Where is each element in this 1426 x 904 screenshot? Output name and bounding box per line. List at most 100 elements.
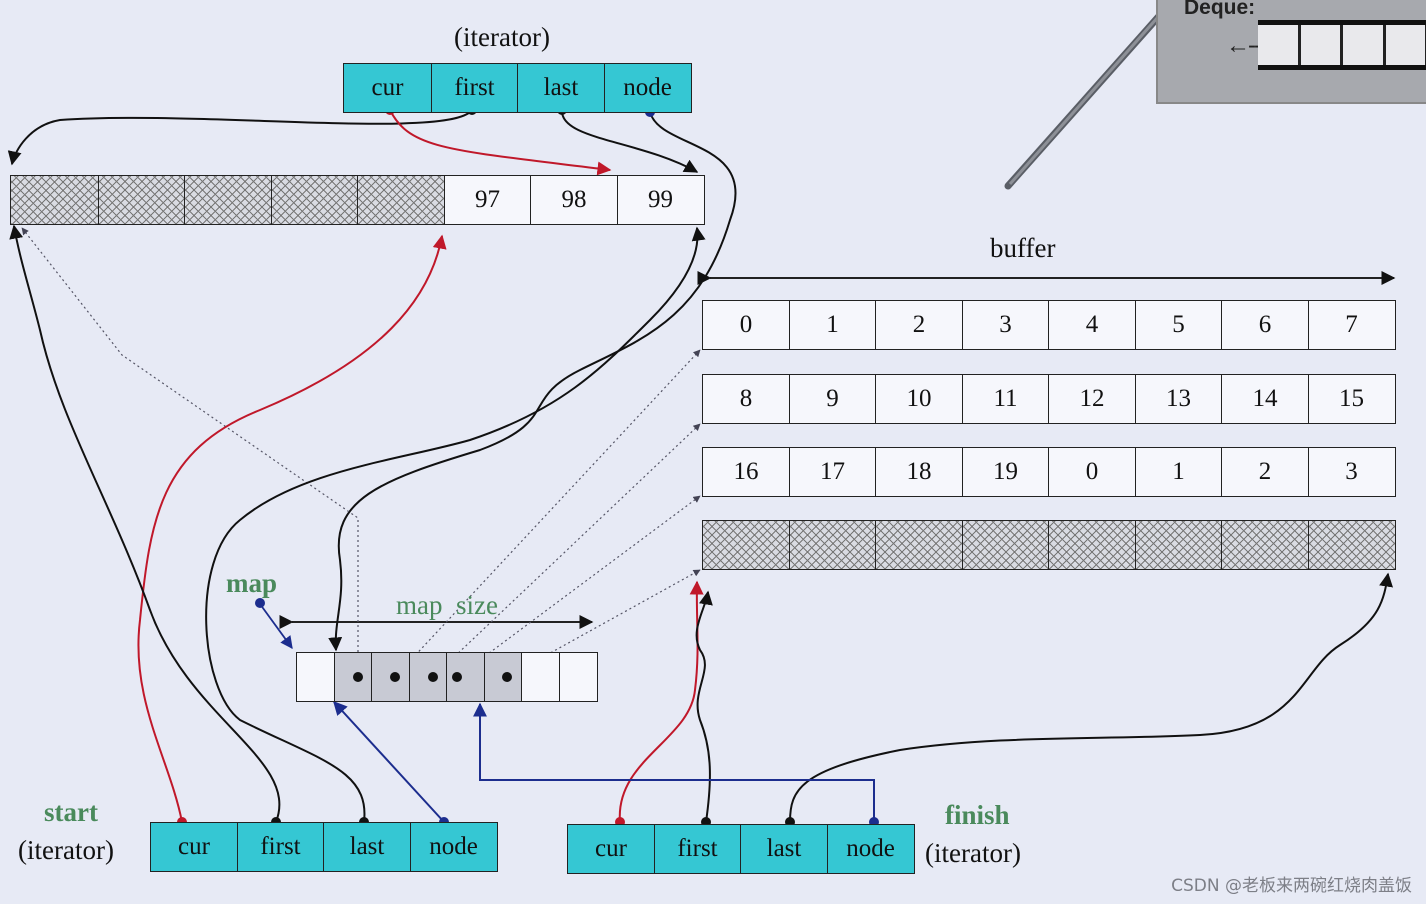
top-iterator-node: node bbox=[603, 63, 692, 113]
buffer-cell: 0 bbox=[1048, 447, 1136, 497]
buffer-cell bbox=[875, 520, 963, 570]
finish-first-pointer bbox=[695, 590, 713, 823]
buffer-cell: 13 bbox=[1134, 374, 1223, 424]
map-slot bbox=[446, 652, 485, 702]
map-slot bbox=[408, 652, 448, 702]
buffer-row-0: 0 1 2 3 4 5 6 7 bbox=[702, 300, 1396, 350]
map-entry-line-4 bbox=[456, 495, 701, 678]
start-label: start bbox=[44, 797, 98, 827]
top-buffer-cell bbox=[270, 175, 359, 225]
top-buffer-cell bbox=[97, 175, 186, 225]
finish-cur-pointer bbox=[618, 580, 704, 823]
start-first-pointer bbox=[9, 224, 281, 823]
map-slot bbox=[371, 652, 410, 702]
top-buffer-cell: 99 bbox=[616, 175, 705, 225]
buffer-cell: 10 bbox=[875, 374, 963, 424]
buffer-cell: 1 bbox=[788, 300, 877, 350]
buffer-cell: 11 bbox=[961, 374, 1050, 424]
buffer-cell: 14 bbox=[1221, 374, 1309, 424]
buffer-cell: 2 bbox=[1221, 447, 1309, 497]
top-buffer-cell bbox=[357, 175, 445, 225]
buffer-cell bbox=[788, 520, 877, 570]
buffer-cell bbox=[1134, 520, 1223, 570]
finish-iterator-first: first bbox=[653, 824, 742, 874]
map-slot bbox=[483, 652, 523, 702]
finish-last-pointer bbox=[789, 572, 1394, 823]
map-slot bbox=[296, 652, 335, 702]
buffer-row-2: 16 17 18 19 0 1 2 3 bbox=[702, 447, 1396, 497]
top-last-pointer bbox=[560, 109, 699, 173]
top-buffer-cell: 97 bbox=[443, 175, 532, 225]
buffer-cell: 12 bbox=[1048, 374, 1136, 424]
map-entry-line-1 bbox=[21, 227, 359, 677]
deque-strip-cell bbox=[1258, 25, 1301, 65]
top-buffer-cell bbox=[184, 175, 272, 225]
buffer-cell: 15 bbox=[1307, 374, 1396, 424]
top-buffer-cell bbox=[10, 175, 99, 225]
buffer-cell: 17 bbox=[788, 447, 877, 497]
start-iterator: cur first last node bbox=[150, 822, 498, 872]
buffer-cell: 8 bbox=[702, 374, 790, 424]
buffer-cell: 5 bbox=[1134, 300, 1223, 350]
finish-iterator: cur first last node bbox=[567, 824, 915, 874]
start-iterator-last: last bbox=[323, 822, 411, 872]
buffer-cell: 4 bbox=[1048, 300, 1136, 350]
buffer-cell bbox=[1307, 520, 1396, 570]
buffer-cell: 18 bbox=[875, 447, 963, 497]
top-buffer: 97 98 99 bbox=[10, 175, 705, 225]
map-entry-line-2 bbox=[394, 349, 701, 678]
buffer-cell bbox=[1221, 520, 1309, 570]
buffer-cell: 16 bbox=[702, 447, 790, 497]
buffer-label: buffer bbox=[990, 233, 1056, 263]
map-slot bbox=[521, 652, 560, 702]
buffer-cell bbox=[1048, 520, 1136, 570]
buffer-row-3 bbox=[702, 520, 1396, 570]
start-node-pointer bbox=[333, 700, 445, 823]
buffer-cell bbox=[702, 520, 790, 570]
top-iterator-first: first bbox=[430, 63, 519, 113]
map-label: map bbox=[226, 568, 278, 598]
deque-strip-cell bbox=[1385, 25, 1426, 65]
top-iterator-title: (iterator) bbox=[454, 22, 550, 52]
start-cur-pointer bbox=[137, 234, 447, 823]
buffer-cell: 2 bbox=[875, 300, 963, 350]
finish-sub-label: (iterator) bbox=[925, 838, 1021, 868]
finish-iterator-node: node bbox=[826, 824, 915, 874]
buffer-cell: 9 bbox=[788, 374, 877, 424]
top-first-pointer bbox=[7, 109, 473, 166]
start-last-pointer bbox=[205, 226, 706, 823]
start-iterator-node: node bbox=[409, 822, 498, 872]
buffer-cell bbox=[961, 520, 1050, 570]
map-slot bbox=[333, 652, 373, 702]
start-iterator-first: first bbox=[236, 822, 325, 872]
start-iterator-cur: cur bbox=[150, 822, 238, 872]
buffer-cell: 19 bbox=[961, 447, 1050, 497]
buffer-cell: 0 bbox=[702, 300, 790, 350]
map-pointer bbox=[259, 603, 293, 650]
finish-iterator-cur: cur bbox=[567, 824, 655, 874]
finish-label: finish bbox=[945, 800, 1010, 830]
top-iterator: cur first last node bbox=[343, 63, 692, 113]
buffer-cell: 3 bbox=[1307, 447, 1396, 497]
map-size-label: map size bbox=[396, 590, 498, 620]
top-iterator-cur: cur bbox=[343, 63, 432, 113]
buffer-cell: 1 bbox=[1134, 447, 1223, 497]
buffer-row-1: 8 9 10 11 12 13 14 15 bbox=[702, 374, 1396, 424]
deque-inset-panel: Deque: ←--- bbox=[1156, 0, 1426, 104]
buffer-cell: 7 bbox=[1307, 300, 1396, 350]
top-buffer-cell: 98 bbox=[530, 175, 618, 225]
top-node-pointer bbox=[328, 111, 737, 652]
deque-strip bbox=[1258, 20, 1426, 70]
map-array bbox=[296, 652, 598, 702]
top-cur-pointer bbox=[389, 109, 612, 176]
finish-node-pointer bbox=[473, 702, 875, 822]
map-slot bbox=[558, 652, 598, 702]
deque-title: Deque: bbox=[1184, 0, 1256, 19]
finish-iterator-last: last bbox=[740, 824, 828, 874]
buffer-cell: 3 bbox=[961, 300, 1050, 350]
map-entry-line-3 bbox=[432, 423, 701, 678]
buffer-cell: 6 bbox=[1221, 300, 1309, 350]
deque-strip-cell bbox=[1343, 25, 1386, 65]
start-sub-label: (iterator) bbox=[18, 835, 114, 865]
top-iterator-last: last bbox=[517, 63, 605, 113]
